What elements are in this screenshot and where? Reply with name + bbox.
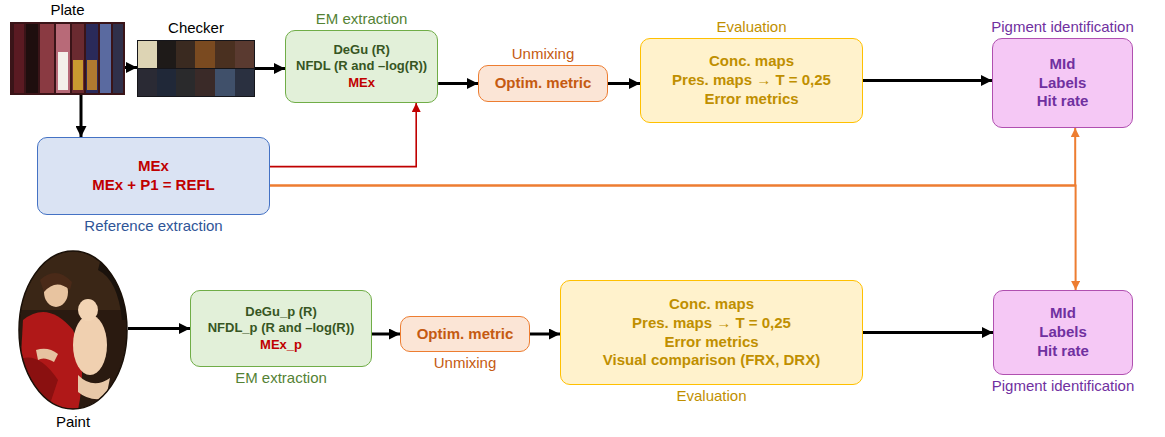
box-text: Conc. maps: [709, 52, 794, 71]
box-text: Error metrics: [664, 333, 758, 352]
box-heading: Pigment identification: [992, 377, 1135, 395]
flow-arrow: [270, 128, 1075, 185]
box-text: MId: [1050, 304, 1076, 323]
process-box: Pigment identificationMIdLabelsHit rate: [992, 38, 1133, 128]
process-box: MExMEx + P1 = REFLReference extraction: [37, 137, 270, 215]
process-box: Conc. mapsPres. maps → T = 0,25Error met…: [560, 280, 863, 385]
flow-arrow: [270, 103, 416, 167]
box-heading: Unmixing: [512, 45, 575, 63]
box-text: Pres. maps → T = 0,25: [632, 314, 791, 333]
flow-arrow: [530, 333, 560, 336]
box-text: Optim. metric: [495, 74, 592, 93]
box-heading: EM extraction: [316, 10, 408, 28]
box-heading: Paint: [56, 413, 90, 431]
box-text: Hit rate: [1037, 92, 1089, 111]
box-text: MEx + P1 = REFL: [92, 176, 215, 195]
box-text: DeGu_p (R): [245, 304, 317, 320]
process-box: EvaluationConc. mapsPres. maps → T = 0,2…: [640, 38, 863, 123]
flow-arrow: [608, 82, 640, 85]
box-text: Conc. maps: [669, 295, 754, 314]
flow-arrow: [438, 82, 478, 85]
box-text: Optim. metric: [417, 325, 514, 344]
box-text: Visual comparison (FRX, DRX): [603, 351, 820, 370]
flow-arrow: [372, 333, 400, 336]
box-text: Labels: [1039, 323, 1087, 342]
box-heading: Reference extraction: [84, 217, 222, 235]
flow-arrow: [270, 185, 1076, 290]
box-text: Hit rate: [1037, 342, 1089, 361]
box-heading: Evaluation: [676, 387, 746, 405]
image-node: Paint: [18, 250, 128, 410]
box-heading: Evaluation: [716, 18, 786, 36]
process-box: UnmixingOptim. metric: [478, 65, 608, 102]
box-heading: Plate: [50, 1, 84, 19]
box-text: Labels: [1039, 74, 1087, 93]
box-heading: Pigment identification: [991, 18, 1134, 36]
paint-illustration: [18, 250, 128, 410]
box-text: NFDL (R and –log(R)): [296, 58, 427, 74]
box-text: DeGu (R): [333, 42, 389, 58]
box-heading: Checker: [168, 19, 224, 37]
flow-arrow: [128, 327, 190, 330]
flow-arrow: [125, 66, 137, 69]
box-heading: Unmixing: [434, 354, 497, 372]
box-text: NFDL_p (R and –log(R)): [208, 320, 355, 336]
box-text: MEx: [138, 157, 169, 176]
plate-illustration: [10, 22, 125, 95]
image-node: Plate: [10, 22, 125, 95]
process-box: MIdLabelsHit ratePigment identification: [993, 290, 1133, 375]
box-heading: EM extraction: [235, 369, 327, 387]
flow-arrow: [255, 67, 285, 70]
process-box: Optim. metricUnmixing: [400, 316, 530, 352]
flow-arrow: [863, 331, 993, 334]
checker-illustration: [137, 40, 255, 97]
flow-arrow: [863, 79, 992, 82]
box-text: MId: [1050, 55, 1076, 74]
box-text: Pres. maps → T = 0,25: [672, 71, 831, 90]
image-node: Checker: [137, 40, 255, 97]
box-text: Error metrics: [704, 90, 798, 109]
box-text: MEx_p: [260, 337, 302, 353]
box-text: MEx: [348, 75, 375, 91]
process-box: DeGu_p (R)NFDL_p (R and –log(R))MEx_pEM …: [190, 290, 372, 367]
flow-arrow: [80, 95, 83, 137]
process-box: EM extractionDeGu (R)NFDL (R and –log(R)…: [285, 30, 438, 103]
